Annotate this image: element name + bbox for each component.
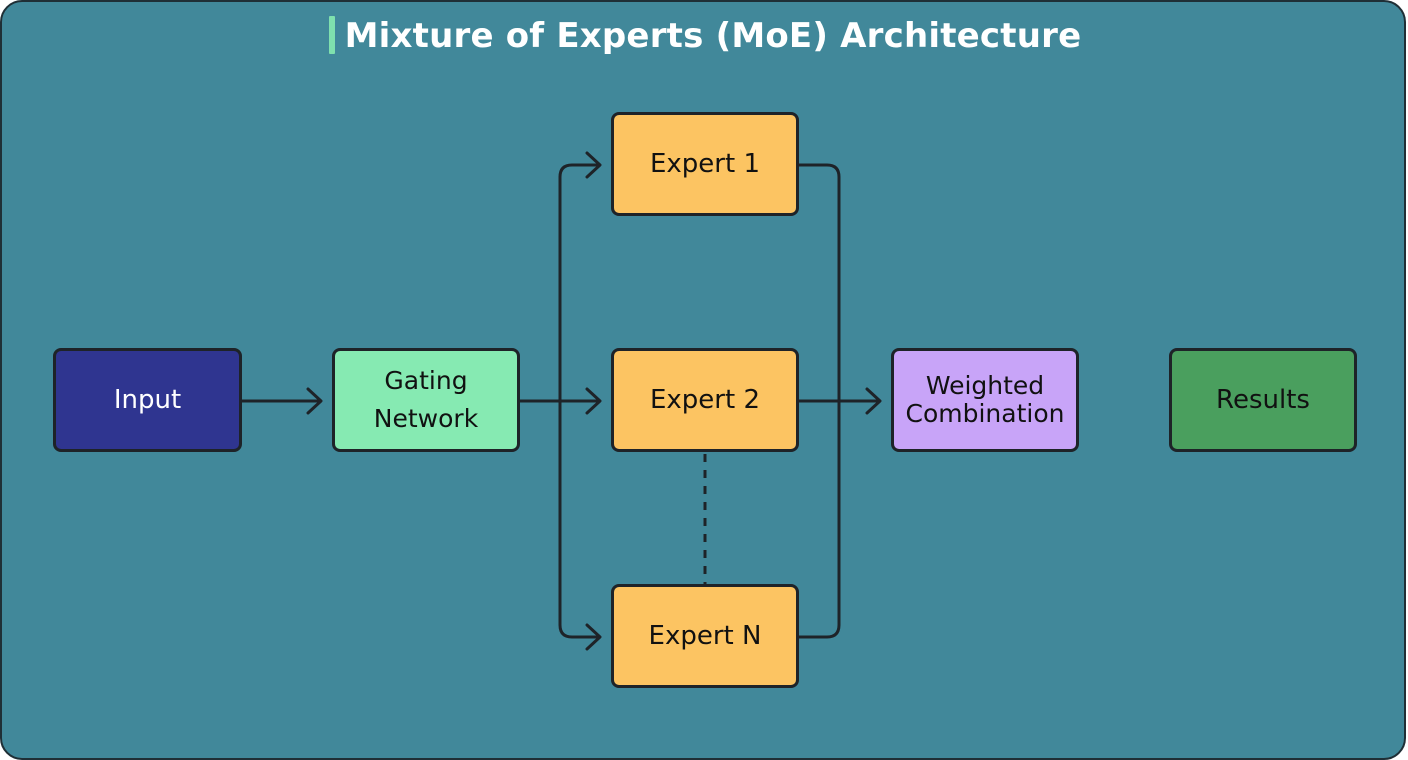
title-container: Mixture of Experts (MoE) Architecture: [2, 14, 1404, 58]
gating-network-label-line-2: Network: [373, 404, 479, 433]
expert-n-node: Expert N: [611, 584, 799, 688]
arrowhead-expert-2: [585, 387, 602, 415]
weighted-combination-label-line-1: Weighted: [925, 371, 1045, 400]
results-node: Results: [1169, 348, 1357, 452]
results-label: Results: [1216, 385, 1310, 415]
expert-1-label: Expert 1: [649, 149, 760, 179]
arrowhead-expert-n: [585, 623, 602, 651]
edge-expert-n-to-combination: [797, 399, 841, 639]
edge-expert-1-to-combination: [797, 163, 841, 403]
input-node-label: Input: [113, 385, 182, 415]
expert-2-label: Expert 2: [649, 385, 760, 415]
expert-1-node: Expert 1: [611, 112, 799, 216]
input-node: Input: [53, 348, 242, 452]
diagram-title: Mixture of Experts (MoE) Architecture: [328, 14, 1082, 58]
expert-n-label: Expert N: [648, 621, 762, 651]
expert-2-node: Expert 2: [611, 348, 799, 452]
arrowhead-gating: [306, 387, 323, 415]
edge-gating-to-expert-n: [558, 399, 601, 639]
weighted-combination-label-line-2: Combination: [905, 399, 1065, 428]
diagram-title-text: Mixture of Experts (MoE) Architecture: [344, 16, 1082, 56]
arrowhead-combination: [865, 387, 882, 415]
arrowhead-expert-1: [585, 151, 602, 179]
weighted-combination-node: Weighted Combination: [891, 348, 1079, 452]
title-accent-bar: [328, 16, 335, 54]
gating-network-label-line-1: Gating: [384, 366, 468, 395]
edge-gating-to-expert-1: [558, 163, 601, 403]
gating-network-node: Gating Network: [332, 348, 520, 452]
